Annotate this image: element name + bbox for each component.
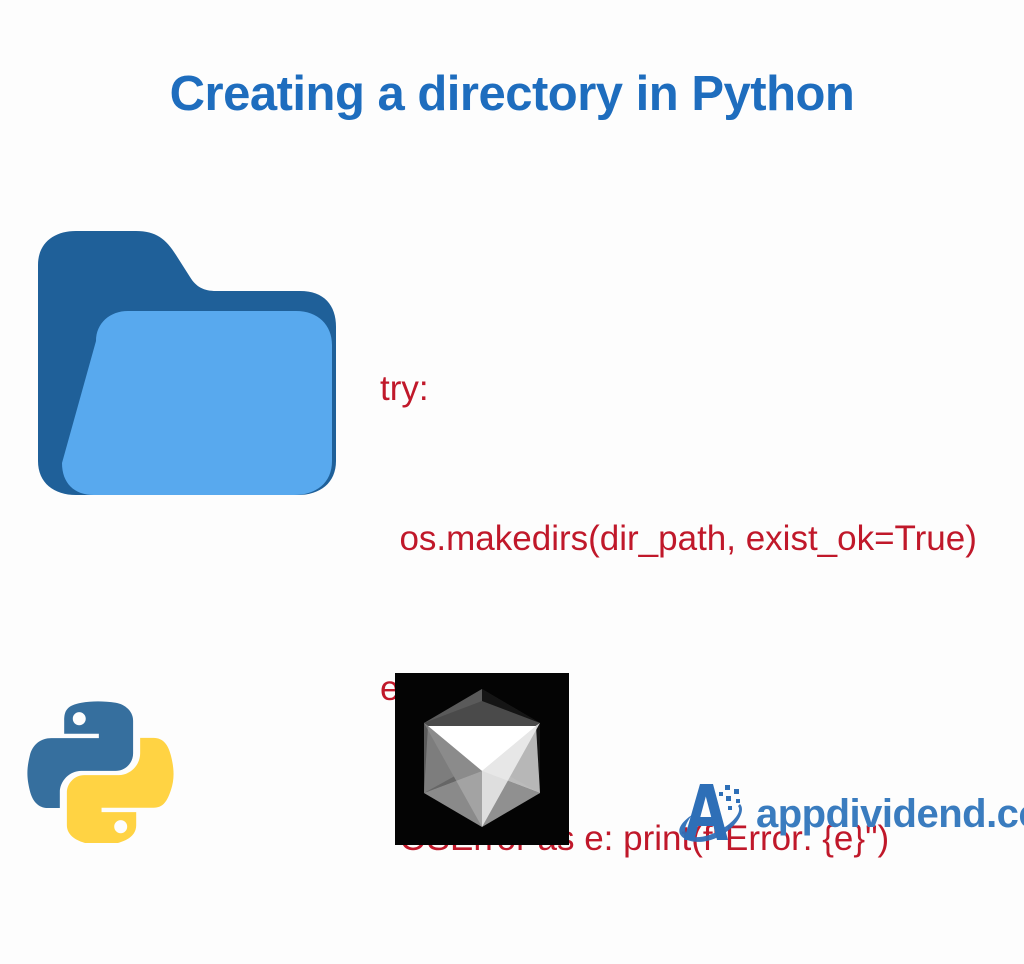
- code-line: os.makedirs(dir_path, exist_ok=True): [380, 519, 977, 558]
- slide-canvas: Creating a directory in Python try: os.m…: [18, 67, 1024, 858]
- code-snippet: try: os.makedirs(dir_path, exist_ok=True…: [380, 264, 1024, 964]
- code-line: try:: [380, 369, 429, 408]
- python-logo: [18, 688, 180, 843]
- page-title: Creating a directory in Python: [169, 67, 855, 121]
- appdividend-logo[interactable]: appdividend.com: [678, 778, 1024, 850]
- folder-icon: [32, 225, 340, 500]
- appdividend-mark-icon: [678, 778, 752, 850]
- cube-logo-thumbnail: [395, 673, 569, 845]
- appdividend-brand-text: appdividend.com: [756, 792, 1024, 836]
